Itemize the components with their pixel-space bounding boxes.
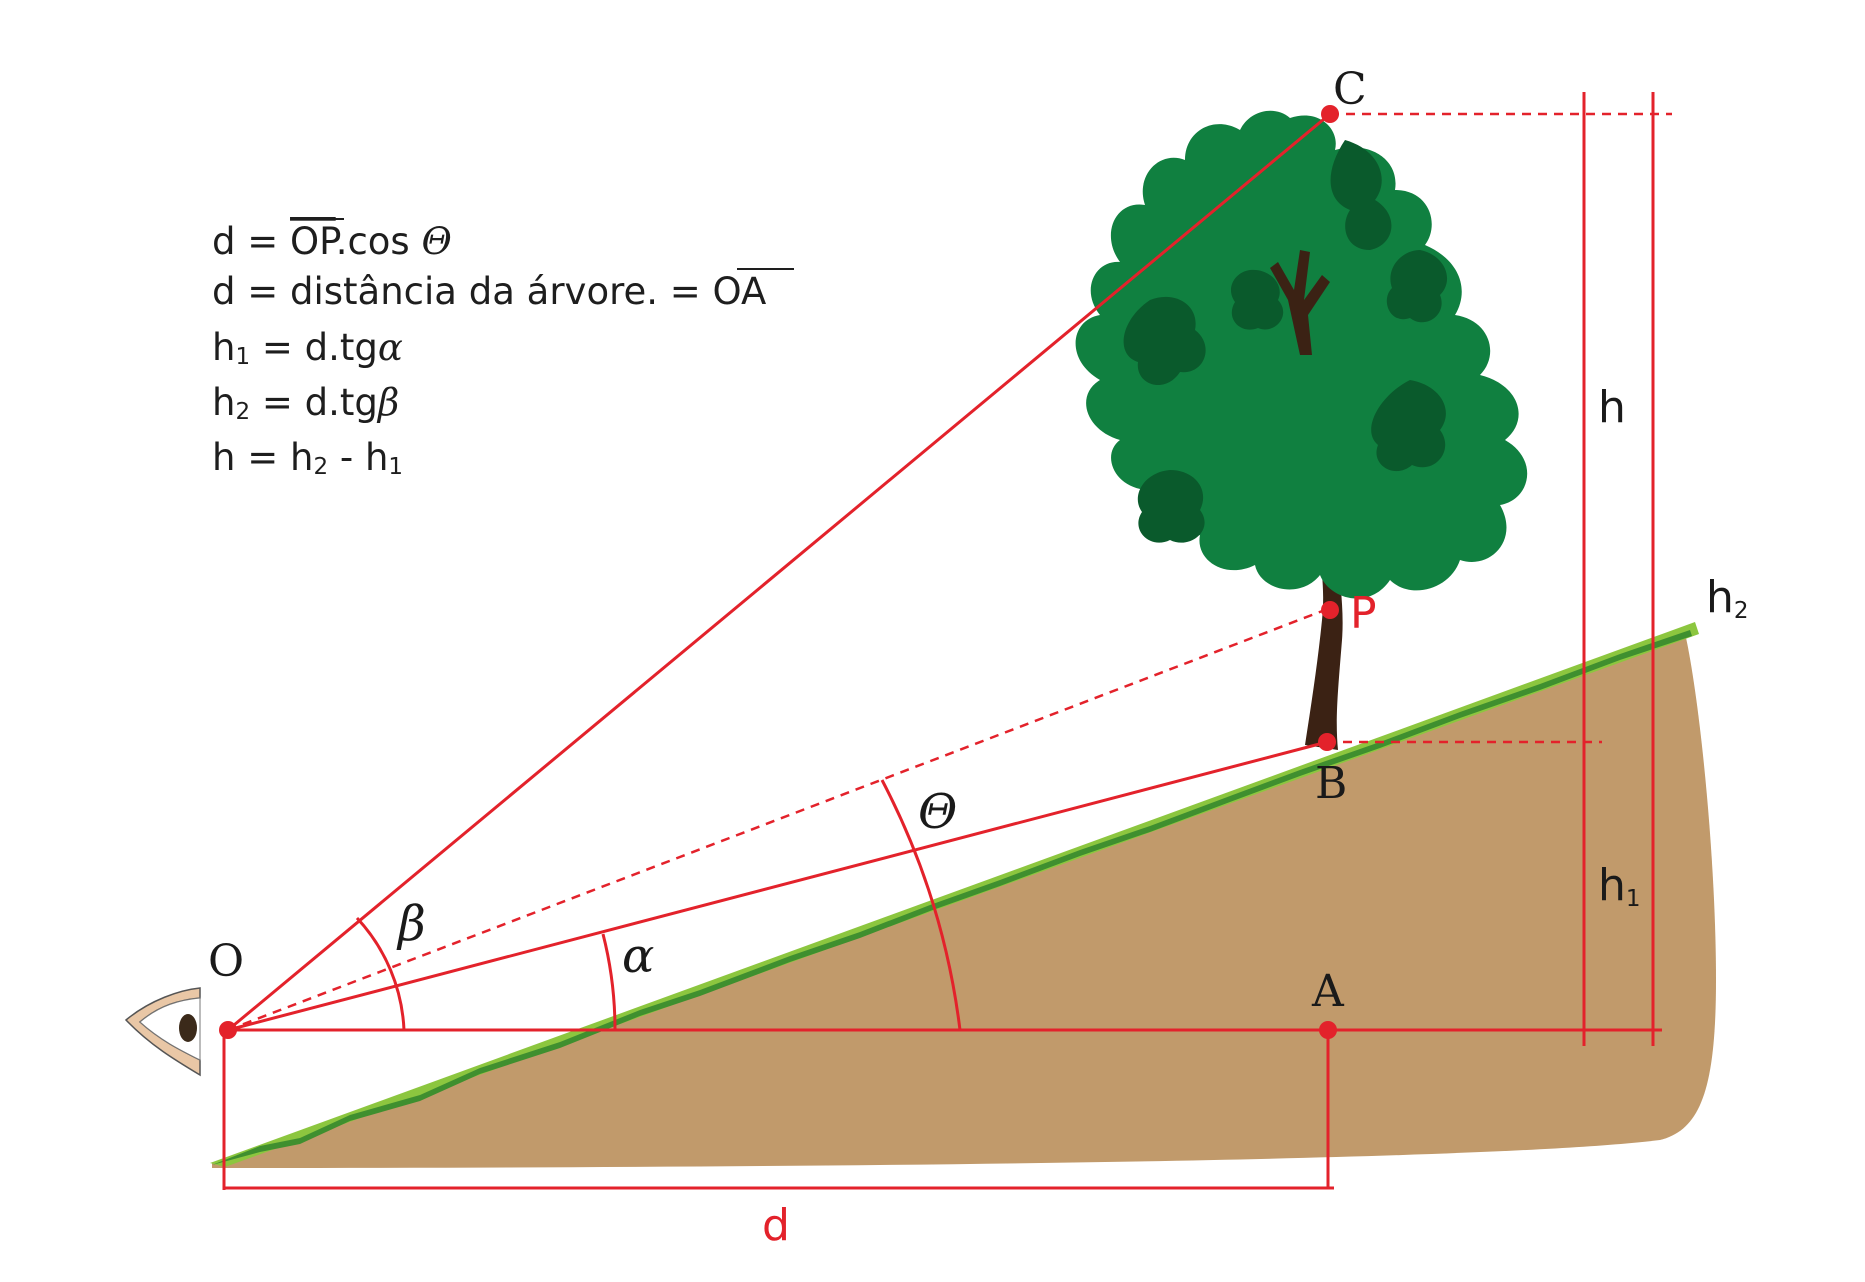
eye <box>124 987 201 1077</box>
label-d: d <box>762 1200 790 1251</box>
formula-1-mid: .cos <box>336 220 422 263</box>
formula-line-5: h = h2 - h1 <box>212 436 403 480</box>
formula-4-greek: β <box>376 381 399 424</box>
formula-3-sub: 1 <box>235 344 250 370</box>
point-o <box>219 1021 237 1039</box>
grass-shade <box>212 630 1692 1165</box>
construction-lines <box>222 92 1672 1190</box>
arc-theta <box>880 779 962 1031</box>
formula-3-rest: = d.tg <box>250 326 378 369</box>
eye-iris <box>179 1014 197 1042</box>
formula-line-1: d = OP.cos Θ <box>212 220 452 263</box>
eye-white <box>139 997 201 1061</box>
label-h1-main: h <box>1598 860 1626 911</box>
label-b: B <box>1315 758 1347 809</box>
ground <box>210 622 1716 1168</box>
tree-foliage-shade <box>1123 140 1448 543</box>
label-h2-sub: 2 <box>1734 598 1749 624</box>
label-h: h <box>1598 382 1626 433</box>
point-c <box>1321 105 1339 123</box>
formula-block: d = OP.cos Θ d = distância da árvore. = … <box>212 218 794 480</box>
formula-1-prefix: d = <box>212 220 290 263</box>
label-h1-sub: 1 <box>1626 886 1641 912</box>
arc-alpha <box>601 933 617 1031</box>
point-a <box>1319 1021 1337 1039</box>
label-h2-main: h <box>1706 572 1734 623</box>
formula-4-h: h <box>212 381 235 424</box>
label-theta: Θ <box>918 784 957 840</box>
tree-canopy-twig <box>1270 250 1330 355</box>
label-a: A <box>1311 966 1345 1017</box>
formula-5-sub2: 1 <box>388 454 403 480</box>
arc-beta <box>355 916 406 1031</box>
formula-3-greek: α <box>378 326 403 369</box>
formula-2-text: d = distância da árvore. = <box>212 270 713 313</box>
formula-line-4: h2 = d.tgβ <box>212 381 399 425</box>
line-o-c <box>227 112 1331 1032</box>
formula-5-a: h = h <box>212 436 313 479</box>
formula-3-h: h <box>212 326 235 369</box>
line-o-p-dashed <box>227 608 1326 1032</box>
label-beta: β <box>396 896 426 952</box>
label-p: P <box>1350 588 1377 639</box>
formula-1-theta: Θ <box>421 220 451 263</box>
point-b <box>1318 733 1336 751</box>
points <box>219 105 1339 1039</box>
formula-line-2: d = distância da árvore. = OA <box>212 270 766 313</box>
label-h1: h1 <box>1598 860 1641 912</box>
label-alpha: α <box>622 928 654 984</box>
formula-4-rest: = d.tg <box>250 381 378 424</box>
formula-5-sub1: 2 <box>313 454 328 480</box>
label-o: O <box>208 936 244 987</box>
formula-2-oa: OA <box>713 270 767 313</box>
label-c: C <box>1333 64 1367 115</box>
formula-1-op: OP <box>290 220 341 263</box>
line-o-b <box>227 740 1328 1032</box>
label-h2: h2 <box>1706 572 1749 624</box>
tree <box>1075 110 1528 750</box>
point-p <box>1321 601 1339 619</box>
formula-5-b: - h <box>328 436 388 479</box>
formula-line-3: h1 = d.tgα <box>212 326 403 370</box>
formula-4-sub: 2 <box>235 399 250 425</box>
